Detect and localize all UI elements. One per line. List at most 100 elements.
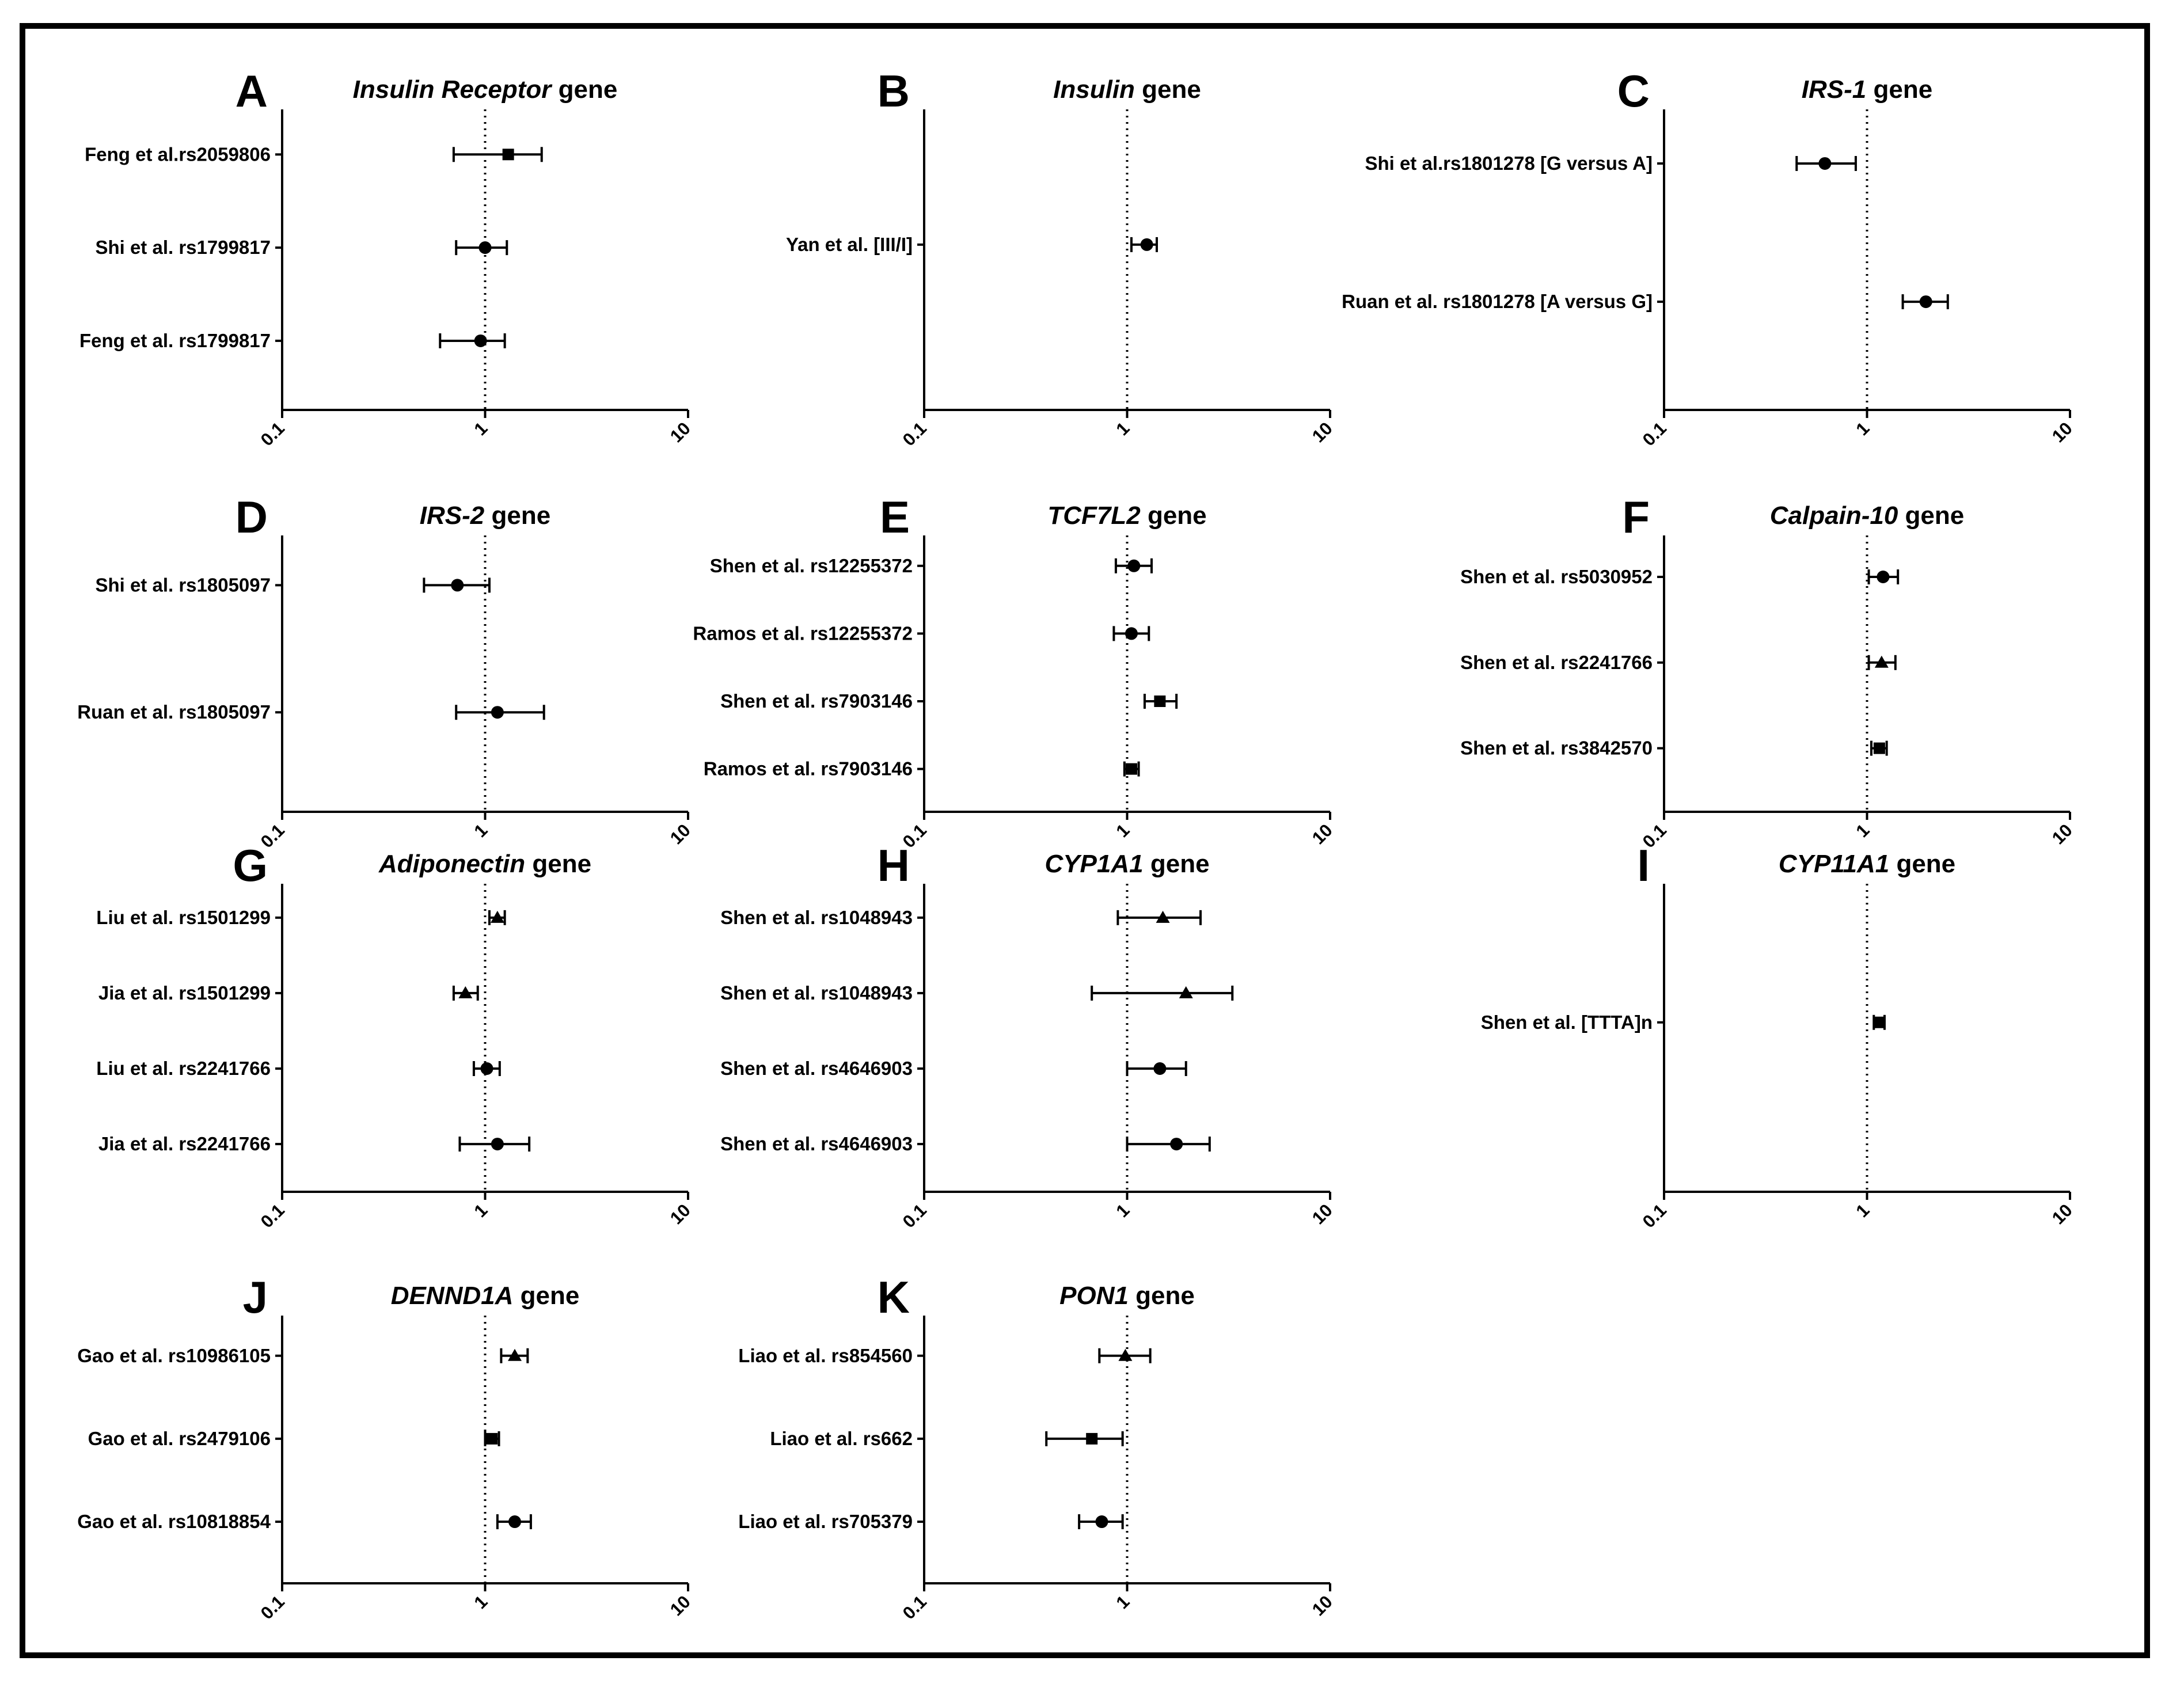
point-estimate-square (1125, 763, 1137, 775)
point-estimate-circle (1125, 627, 1138, 640)
study-row: Shen et al. [TTTA]n (1481, 1012, 1886, 1033)
point-estimate-circle (491, 1138, 504, 1151)
panel-letter: B (878, 66, 910, 116)
study-row: Shen et al. rs5030952 (1460, 566, 1900, 587)
panel-letter: E (880, 492, 910, 542)
x-tick-label: 0.1 (899, 418, 930, 450)
gene-suffix: gene (551, 75, 617, 104)
study-label: Ruan et al. rs1805097 (77, 701, 271, 723)
study-row: Ruan et al. rs1801278 [A versus G] (1342, 291, 1949, 312)
point-estimate-circle (451, 579, 464, 592)
study-label: Ruan et al. rs1801278 [A versus G] (1342, 291, 1653, 312)
point-estimate-triangle (508, 1348, 522, 1361)
point-estimate-square (1154, 696, 1166, 707)
point-estimate-triangle (1874, 655, 1889, 668)
gene-name: TCF7L2 (1047, 501, 1141, 530)
panel-title: PON1 gene (1059, 1282, 1195, 1310)
gene-suffix: gene (1141, 501, 1207, 530)
x-tick-label: 0.1 (257, 1591, 288, 1623)
x-tick-label: 10 (1308, 1591, 1336, 1620)
study-label: Shen et al. [TTTA]n (1481, 1012, 1653, 1033)
study-row: Gao et al. rs10986105 (77, 1345, 529, 1366)
x-tick-label: 10 (666, 418, 694, 446)
study-row: Shen et al. rs4646903 (720, 1133, 1211, 1154)
panel-title: Adiponectin gene (378, 850, 591, 878)
panel-title: Calpain-10 gene (1770, 501, 1964, 530)
gene-name: DENND1A (391, 1282, 514, 1310)
study-label: Jia et al. rs1501299 (98, 982, 271, 1004)
panel-title: CYP1A1 gene (1044, 850, 1209, 878)
x-tick-label: 10 (2048, 418, 2076, 446)
study-row: Ruan et al. rs1805097 (77, 701, 545, 723)
x-tick-label: 1 (1112, 418, 1134, 439)
panel-title: IRS-1 gene (1802, 75, 1932, 104)
gene-name: IRS-2 (420, 501, 485, 530)
x-tick-label: 0.1 (257, 1200, 288, 1232)
x-tick-label: 1 (1852, 418, 1874, 439)
point-estimate-circle (1153, 1062, 1167, 1075)
gene-name: PON1 (1059, 1282, 1129, 1310)
study-label: Yan et al. [III/I] (786, 234, 913, 255)
study-row: Shen et al. rs3842570 (1460, 738, 1888, 759)
gene-suffix: gene (1144, 850, 1210, 878)
x-tick-label: 1 (470, 1591, 492, 1613)
study-label: Ramos et al. rs12255372 (693, 622, 913, 644)
study-label: Shen et al. rs5030952 (1460, 566, 1653, 587)
point-estimate-circle (1877, 571, 1890, 583)
study-row: Shen et al. rs7903146 (720, 690, 1178, 712)
study-label: Shen et al. rs4646903 (720, 1058, 913, 1079)
gene-suffix: gene (1866, 75, 1932, 104)
study-row: Feng et al.rs2059806 (85, 143, 543, 165)
panel-letter: C (1617, 66, 1650, 116)
point-estimate-circle (1140, 238, 1153, 251)
study-label: Shen et al. rs1048943 (720, 907, 913, 928)
x-tick-label: 1 (470, 1200, 492, 1221)
gene-name: CYP1A1 (1044, 850, 1143, 878)
study-label: Gao et al. rs2479106 (88, 1428, 271, 1449)
gene-name: Insulin (1053, 75, 1135, 104)
point-estimate-square (502, 149, 514, 161)
point-estimate-triangle (1179, 986, 1193, 998)
point-estimate-circle (1127, 559, 1141, 572)
study-label: Liao et al. rs854560 (738, 1345, 913, 1366)
gene-suffix: gene (1889, 850, 1955, 878)
point-estimate-triangle (1156, 910, 1170, 923)
panel-letter: H (878, 840, 910, 891)
study-label: Shen et al. rs7903146 (720, 690, 913, 712)
gene-suffix: gene (1135, 75, 1201, 104)
x-tick-label: 10 (1308, 1200, 1336, 1228)
panel-letter: I (1637, 840, 1650, 891)
study-row: Shen et al. rs4646903 (720, 1058, 1187, 1079)
study-row: Jia et al. rs2241766 (98, 1133, 531, 1154)
panel-title: Insulin Receptor gene (353, 75, 618, 104)
study-row: Shi et al.rs1801278 [G versus A] (1365, 153, 1857, 174)
panel-title: TCF7L2 gene (1047, 501, 1206, 530)
x-tick-label: 10 (1308, 418, 1336, 446)
gene-name: CYP11A1 (1779, 850, 1889, 878)
point-estimate-triangle (490, 910, 504, 923)
study-label: Liu et al. rs2241766 (96, 1058, 271, 1079)
study-row: Liao et al. rs854560 (738, 1345, 1152, 1366)
x-tick-label: 10 (2048, 820, 2076, 848)
point-estimate-triangle (458, 986, 473, 998)
study-row: Jia et al. rs1501299 (98, 982, 479, 1004)
x-tick-label: 1 (1852, 1200, 1874, 1221)
gene-name: Insulin Receptor (353, 75, 553, 104)
x-tick-label: 10 (666, 1591, 694, 1620)
panel-letter: F (1622, 492, 1650, 542)
study-label: Shi et al. rs1799817 (95, 237, 271, 258)
study-label: Shen et al. rs12255372 (710, 555, 913, 576)
study-label: Liao et al. rs705379 (738, 1511, 913, 1532)
point-estimate-circle (508, 1515, 522, 1529)
x-tick-label: 0.1 (899, 1200, 930, 1232)
panel-letter: A (236, 66, 268, 116)
